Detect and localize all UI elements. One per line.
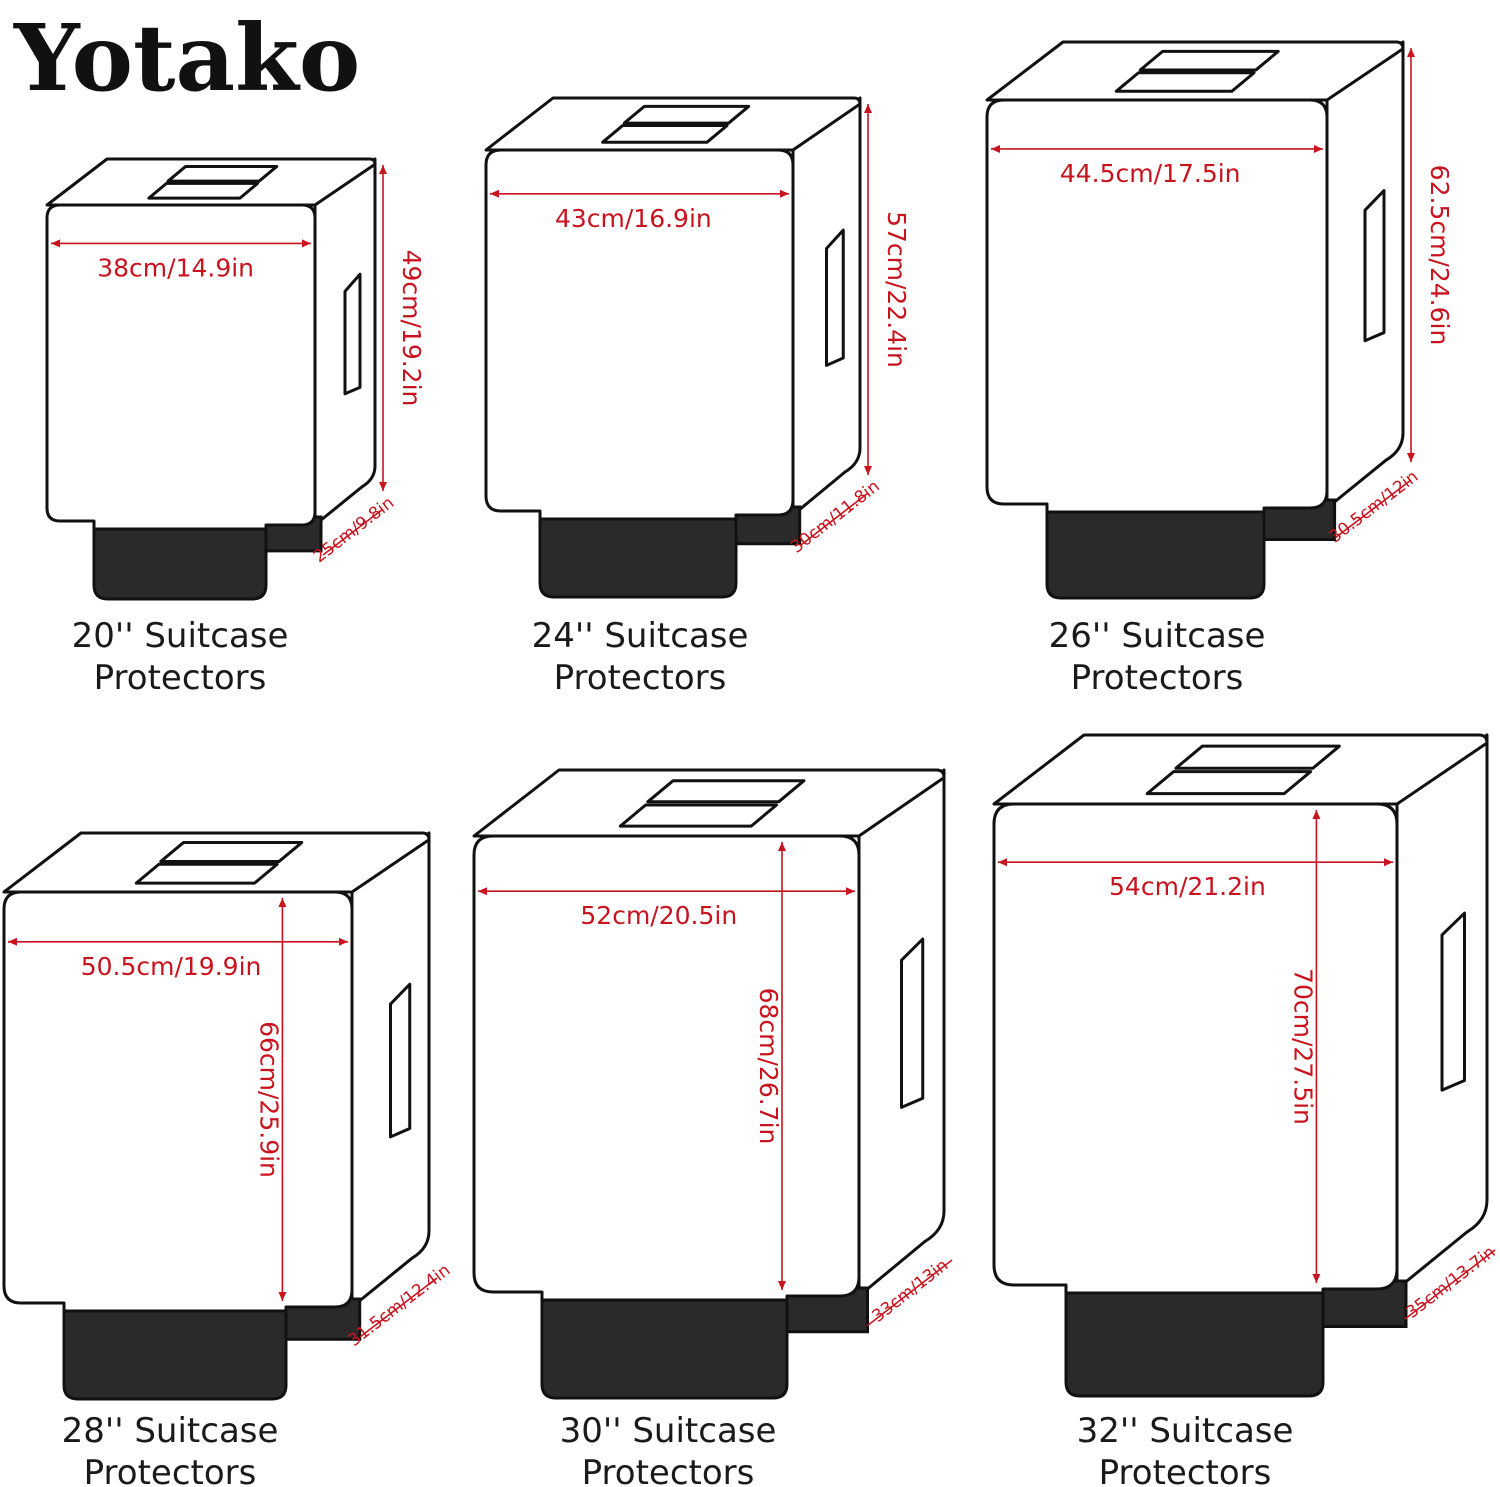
side-handle-slot: [1440, 911, 1466, 1092]
depth-line: [359, 1277, 438, 1338]
protector-title: 32'' Suitcase: [1077, 1411, 1294, 1451]
top-handle-slot: [1138, 49, 1280, 72]
width-label: 52cm/20.5in: [580, 901, 737, 930]
height-label: 49cm/19.2in: [397, 250, 426, 407]
wheel-base-front: [92, 517, 268, 601]
wheel-base-front: [62, 1299, 288, 1401]
height-dimension: 68cm/26.7in: [754, 842, 786, 1290]
height-dimension: 66cm/25.9in: [254, 898, 287, 1301]
protector-title: 28'' Suitcase: [62, 1411, 279, 1451]
depth-line: [1404, 1249, 1496, 1320]
top-handle-slot: [1114, 71, 1256, 93]
side-handle-slot: [389, 982, 412, 1139]
side-handle-slot: [825, 228, 845, 367]
top-handle-slot: [134, 862, 279, 885]
front-panel: [985, 98, 1329, 514]
protector-subtitle: Protectors: [554, 658, 727, 698]
wheel-base-front: [538, 507, 738, 599]
width-dimension: 52cm/20.5in: [478, 887, 855, 930]
height-label: 57cm/22.4in: [882, 211, 911, 368]
front-panel: [2, 890, 354, 1313]
wheel-base-front: [1045, 500, 1266, 600]
front-panel: [992, 802, 1399, 1295]
wheel-base-front: [540, 1288, 789, 1400]
top-handle-slot: [159, 841, 304, 863]
protector-item: 50.5cm/19.9in66cm/25.9in31.5cm/12.4in28'…: [2, 831, 454, 1487]
depth-line: [866, 1259, 953, 1327]
height-label: 66cm/25.9in: [254, 1021, 283, 1178]
top-handle-slot: [1174, 744, 1341, 770]
front-panel: [45, 203, 317, 531]
protector-title: 26'' Suitcase: [1049, 616, 1266, 656]
height-label: 62.5cm/24.6in: [1425, 165, 1454, 346]
width-dimension: 50.5cm/19.9in: [8, 937, 348, 981]
depth-line: [800, 492, 869, 546]
protector-subtitle: Protectors: [94, 658, 267, 698]
top-handle-slot: [622, 104, 751, 125]
protector-subtitle: Protectors: [582, 1453, 755, 1487]
protector-title: 30'' Suitcase: [560, 1411, 777, 1451]
brand-logo: Yotako: [13, 4, 360, 112]
side-handle-slot: [1363, 189, 1386, 343]
width-label: 43cm/16.9in: [555, 204, 712, 233]
side-handle-slot: [900, 937, 925, 1109]
protector-title: 20'' Suitcase: [72, 616, 289, 656]
height-dimension: 57cm/22.4in: [864, 104, 911, 475]
width-label: 38cm/14.9in: [97, 253, 254, 282]
wheel-base-front: [1064, 1281, 1325, 1398]
side-handle-slot: [343, 272, 362, 396]
width-label: 50.5cm/19.9in: [81, 952, 262, 981]
depth-line: [1334, 479, 1412, 539]
protector-subtitle: Protectors: [84, 1453, 257, 1487]
top-handle-slot: [166, 164, 279, 183]
front-panel: [484, 148, 795, 521]
top-handle-slot: [646, 779, 806, 804]
height-dimension: 49cm/19.2in: [379, 165, 426, 491]
top-handle-slot: [618, 803, 779, 828]
height-dimension: 70cm/27.5in: [1288, 810, 1321, 1283]
width-dimension: 38cm/14.9in: [51, 239, 311, 282]
width-label: 54cm/21.2in: [1109, 872, 1266, 901]
top-handle-slot: [601, 124, 729, 144]
height-label: 68cm/26.7in: [754, 988, 783, 1145]
width-dimension: 44.5cm/17.5in: [991, 144, 1323, 188]
top-handle-slot: [147, 181, 260, 200]
height-label: 70cm/27.5in: [1288, 968, 1317, 1125]
width-dimension: 43cm/16.9in: [490, 189, 789, 233]
front-panel: [472, 834, 861, 1302]
protector-subtitle: Protectors: [1099, 1453, 1272, 1487]
brand-logo-text: Yotako: [13, 4, 360, 112]
width-label: 44.5cm/17.5in: [1060, 159, 1241, 188]
depth-line: [322, 508, 384, 556]
top-handle-slot: [1145, 770, 1313, 796]
protector-subtitle: Protectors: [1071, 658, 1244, 698]
protector-title: 24'' Suitcase: [532, 616, 749, 656]
height-dimension: 62.5cm/24.6in: [1407, 48, 1454, 462]
width-dimension: 54cm/21.2in: [998, 858, 1393, 901]
